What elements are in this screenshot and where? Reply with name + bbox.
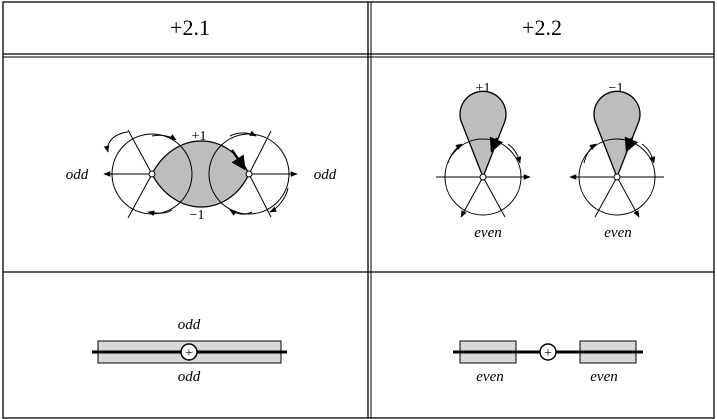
lens-left-label: odd [66,167,89,183]
arc-arrow [147,209,173,216]
header-2-1: +2.1 [170,15,210,40]
petal-ray [482,176,506,218]
petal-shape [593,90,641,179]
petal-diagram-left [436,90,531,218]
lens-bottom-label: −1 [190,208,205,223]
lens-orientation-arrow [231,149,246,171]
petal-left-bottom-label: even [474,225,501,241]
band-marker-sign: + [185,346,193,361]
petal-vertex [479,173,487,181]
arc-arrow [269,187,289,213]
left-vertex [148,170,156,178]
arc-arrow [447,143,463,164]
band-left-label: even [476,369,503,385]
right-vertex [245,170,253,178]
petal-shape [459,90,507,179]
arc-arrow [641,143,656,164]
petal-diagram-right [569,90,664,218]
arc-arrow [507,143,522,164]
petal-right-bottom-label: even [604,225,631,241]
band-right-label: even [590,369,617,385]
petal-orientation-arrow [489,136,504,153]
left-vertex-ray [127,129,153,175]
petal-ray [594,176,618,218]
petal-left-label: +1 [476,81,491,96]
band-bottom-label: odd [178,369,201,385]
petal-right-label: −1 [609,81,624,96]
lens-diagram [103,129,298,219]
lens-right-label: odd [314,167,337,183]
arc-arrow [583,143,597,164]
right-vertex-circle [208,133,290,215]
right-vertex-ray [248,130,272,175]
header-2-2: +2.2 [522,15,562,40]
band-marker [180,343,198,361]
band-diagram-2-2 [453,340,643,364]
arc-arrow [103,131,129,153]
left-vertex-ray [127,173,153,219]
lens-shape [151,140,250,208]
lens-top-label: +1 [192,129,207,144]
petal-vertex [613,173,621,181]
petal-orientation-arrow [624,136,639,153]
band-top-label: odd [178,317,201,333]
band-diagram-2-1 [92,340,287,364]
arc-arrow [151,134,177,141]
band-marker-sign: + [544,346,552,361]
petal-ray [460,176,484,218]
arc-arrow [229,209,253,216]
petal-ray [616,176,640,218]
band-marker [539,343,557,361]
arc-arrow [229,130,257,137]
right-vertex-ray [248,173,272,218]
